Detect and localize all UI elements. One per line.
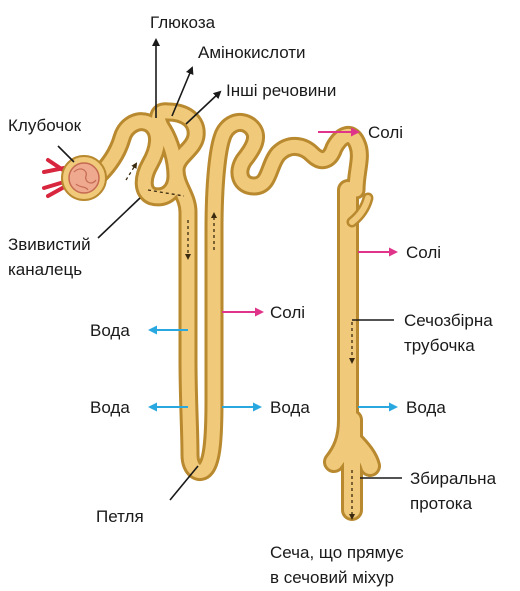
glomerulus: [44, 156, 106, 200]
convoluted-tubule-pointer: [98, 198, 140, 238]
collecting-duct-label-1: Збиральна: [410, 469, 497, 488]
convoluted-tubule-label-2: каналець: [8, 260, 82, 279]
other-substances-arrow: [186, 92, 220, 124]
water-loop-right-label: Вода: [270, 398, 310, 417]
labels: Глюкоза Амінокислоти Інші речовини Клубо…: [8, 13, 497, 587]
water-left-upper-label: Вода: [90, 321, 130, 340]
flow-markers: [126, 164, 352, 518]
collecting-tube-label-1: Сечозбірна: [404, 311, 493, 330]
other-substances-label: Інші речовини: [226, 81, 336, 100]
water-collecting-label: Вода: [406, 398, 446, 417]
salts-loop-label: Солі: [270, 303, 305, 322]
glucose-label: Глюкоза: [150, 13, 216, 32]
convoluted-tubule-label-1: Звивистий: [8, 235, 91, 254]
salts-middle-label: Солі: [406, 243, 441, 262]
loop-pointer: [170, 466, 198, 500]
water-left-lower-label: Вода: [90, 398, 130, 417]
urine-label-1: Сеча, що прямує: [270, 543, 404, 562]
collecting-tube-label-2: трубочка: [404, 336, 475, 355]
glomerulus-pointer: [58, 146, 74, 162]
nephron-tubule: [96, 112, 370, 510]
urine-label-2: в сечовий міхур: [270, 568, 394, 587]
salts-top-label: Солі: [368, 123, 403, 142]
collecting-duct-label-2: протока: [410, 494, 473, 513]
amino-acids-label: Амінокислоти: [198, 43, 306, 62]
loop-label: Петля: [96, 507, 144, 526]
glomerulus-label: Клубочок: [8, 116, 82, 135]
